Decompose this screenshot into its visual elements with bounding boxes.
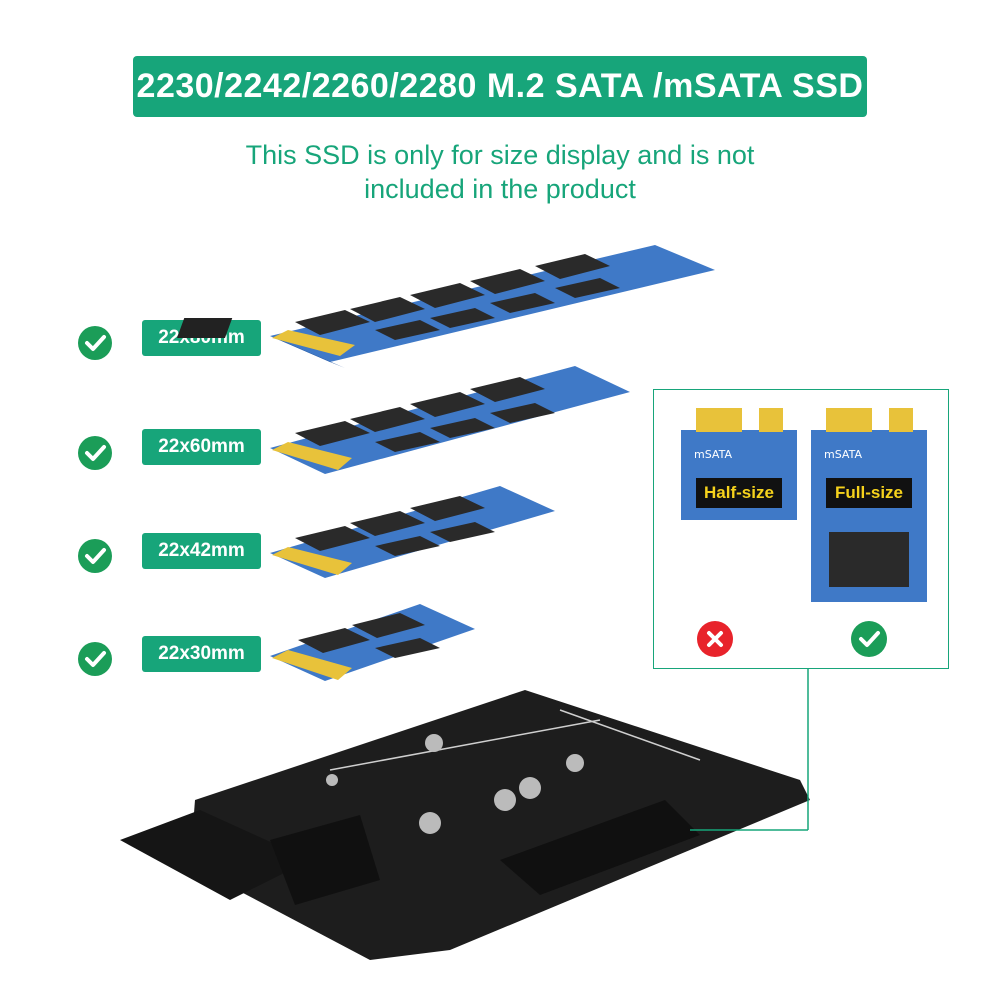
check-icon [78,539,112,573]
check-icon [78,436,112,470]
note-line-1: This SSD is only for size display and is… [245,140,755,170]
m2-ssd-2230 [270,604,475,681]
note-line-2: included in the product [364,174,636,204]
full-size-label: Full-size [826,478,912,508]
msata-half-chip-label: mSATA [694,448,732,461]
title-banner: 2230/2242/2260/2280 M.2 SATA /mSATA SSD [133,56,867,117]
size-label-2242: 22x42mm [142,533,261,569]
size-label-2230: 22x30mm [142,636,261,672]
msata-full-chip-label: mSATA [824,448,862,461]
size-display-note: This SSD is only for size display and is… [150,138,850,206]
size-label-2260: 22x60mm [142,429,261,465]
check-icon [78,326,112,360]
msata-callout: mSATA mSATA Half-size Full-size [653,389,949,669]
check-icon [78,642,112,676]
msata-full-size-card [811,408,927,602]
m2-ssd-2280 [176,245,715,368]
check-icon [851,621,887,657]
m2-ssd-2260 [270,366,630,474]
m2-ssd-2242 [270,486,555,578]
half-size-label: Half-size [696,478,782,508]
cross-icon [697,621,733,657]
